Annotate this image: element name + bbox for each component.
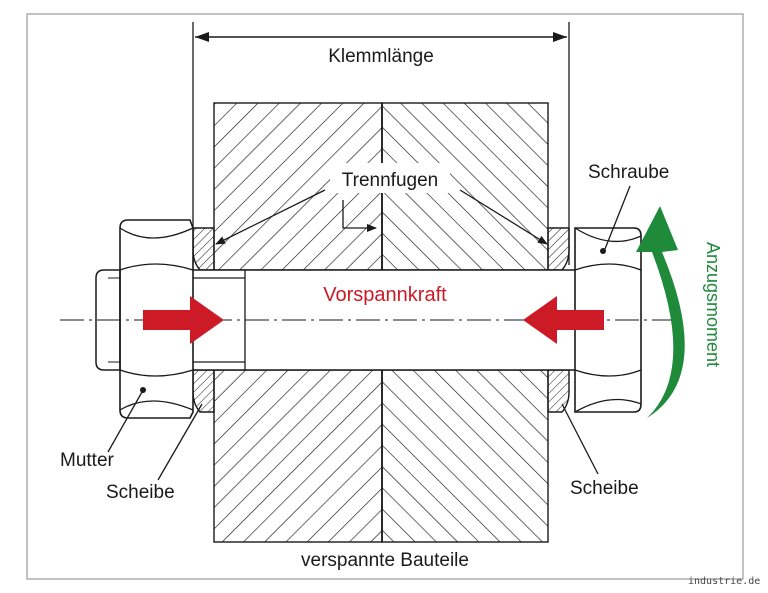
bolt-label: Schraube — [588, 162, 669, 183]
nut-leader — [107, 391, 143, 453]
bolt-leader — [604, 185, 631, 250]
washer-left-label: Scheibe — [106, 482, 175, 503]
washer-right-leader — [561, 403, 599, 475]
separation-joints-label: Trennfugen — [342, 170, 438, 191]
preload-arrow-left — [143, 296, 224, 344]
nut-marking-dot — [140, 387, 146, 393]
right-plate-bottom — [381, 369, 549, 543]
washer-right-label: Scheibe — [570, 478, 639, 499]
torque-label: Anzugsmoment — [703, 242, 723, 367]
clamped-parts-label: verspannte Bauteile — [301, 550, 469, 571]
source-credit: industrie.de — [688, 576, 760, 587]
washer-left-leader — [157, 403, 203, 481]
torque-arrow-icon — [636, 206, 685, 418]
outer-frame — [26, 13, 744, 580]
separation-joints-leaders — [215, 189, 548, 245]
nut-label: Mutter — [60, 450, 115, 471]
dimension-arrow-right — [553, 32, 567, 42]
preload-label: Vorspannkraft — [323, 284, 447, 306]
clamp-length-label: Klemmlänge — [328, 46, 434, 67]
bolt-head-marking-dot — [600, 248, 606, 254]
preload-arrow-right — [523, 296, 604, 344]
clamp-length-dimension — [192, 22, 570, 265]
left-plate-bottom — [213, 369, 383, 543]
right-washer — [547, 227, 570, 413]
dimension-arrow-left — [195, 32, 209, 42]
